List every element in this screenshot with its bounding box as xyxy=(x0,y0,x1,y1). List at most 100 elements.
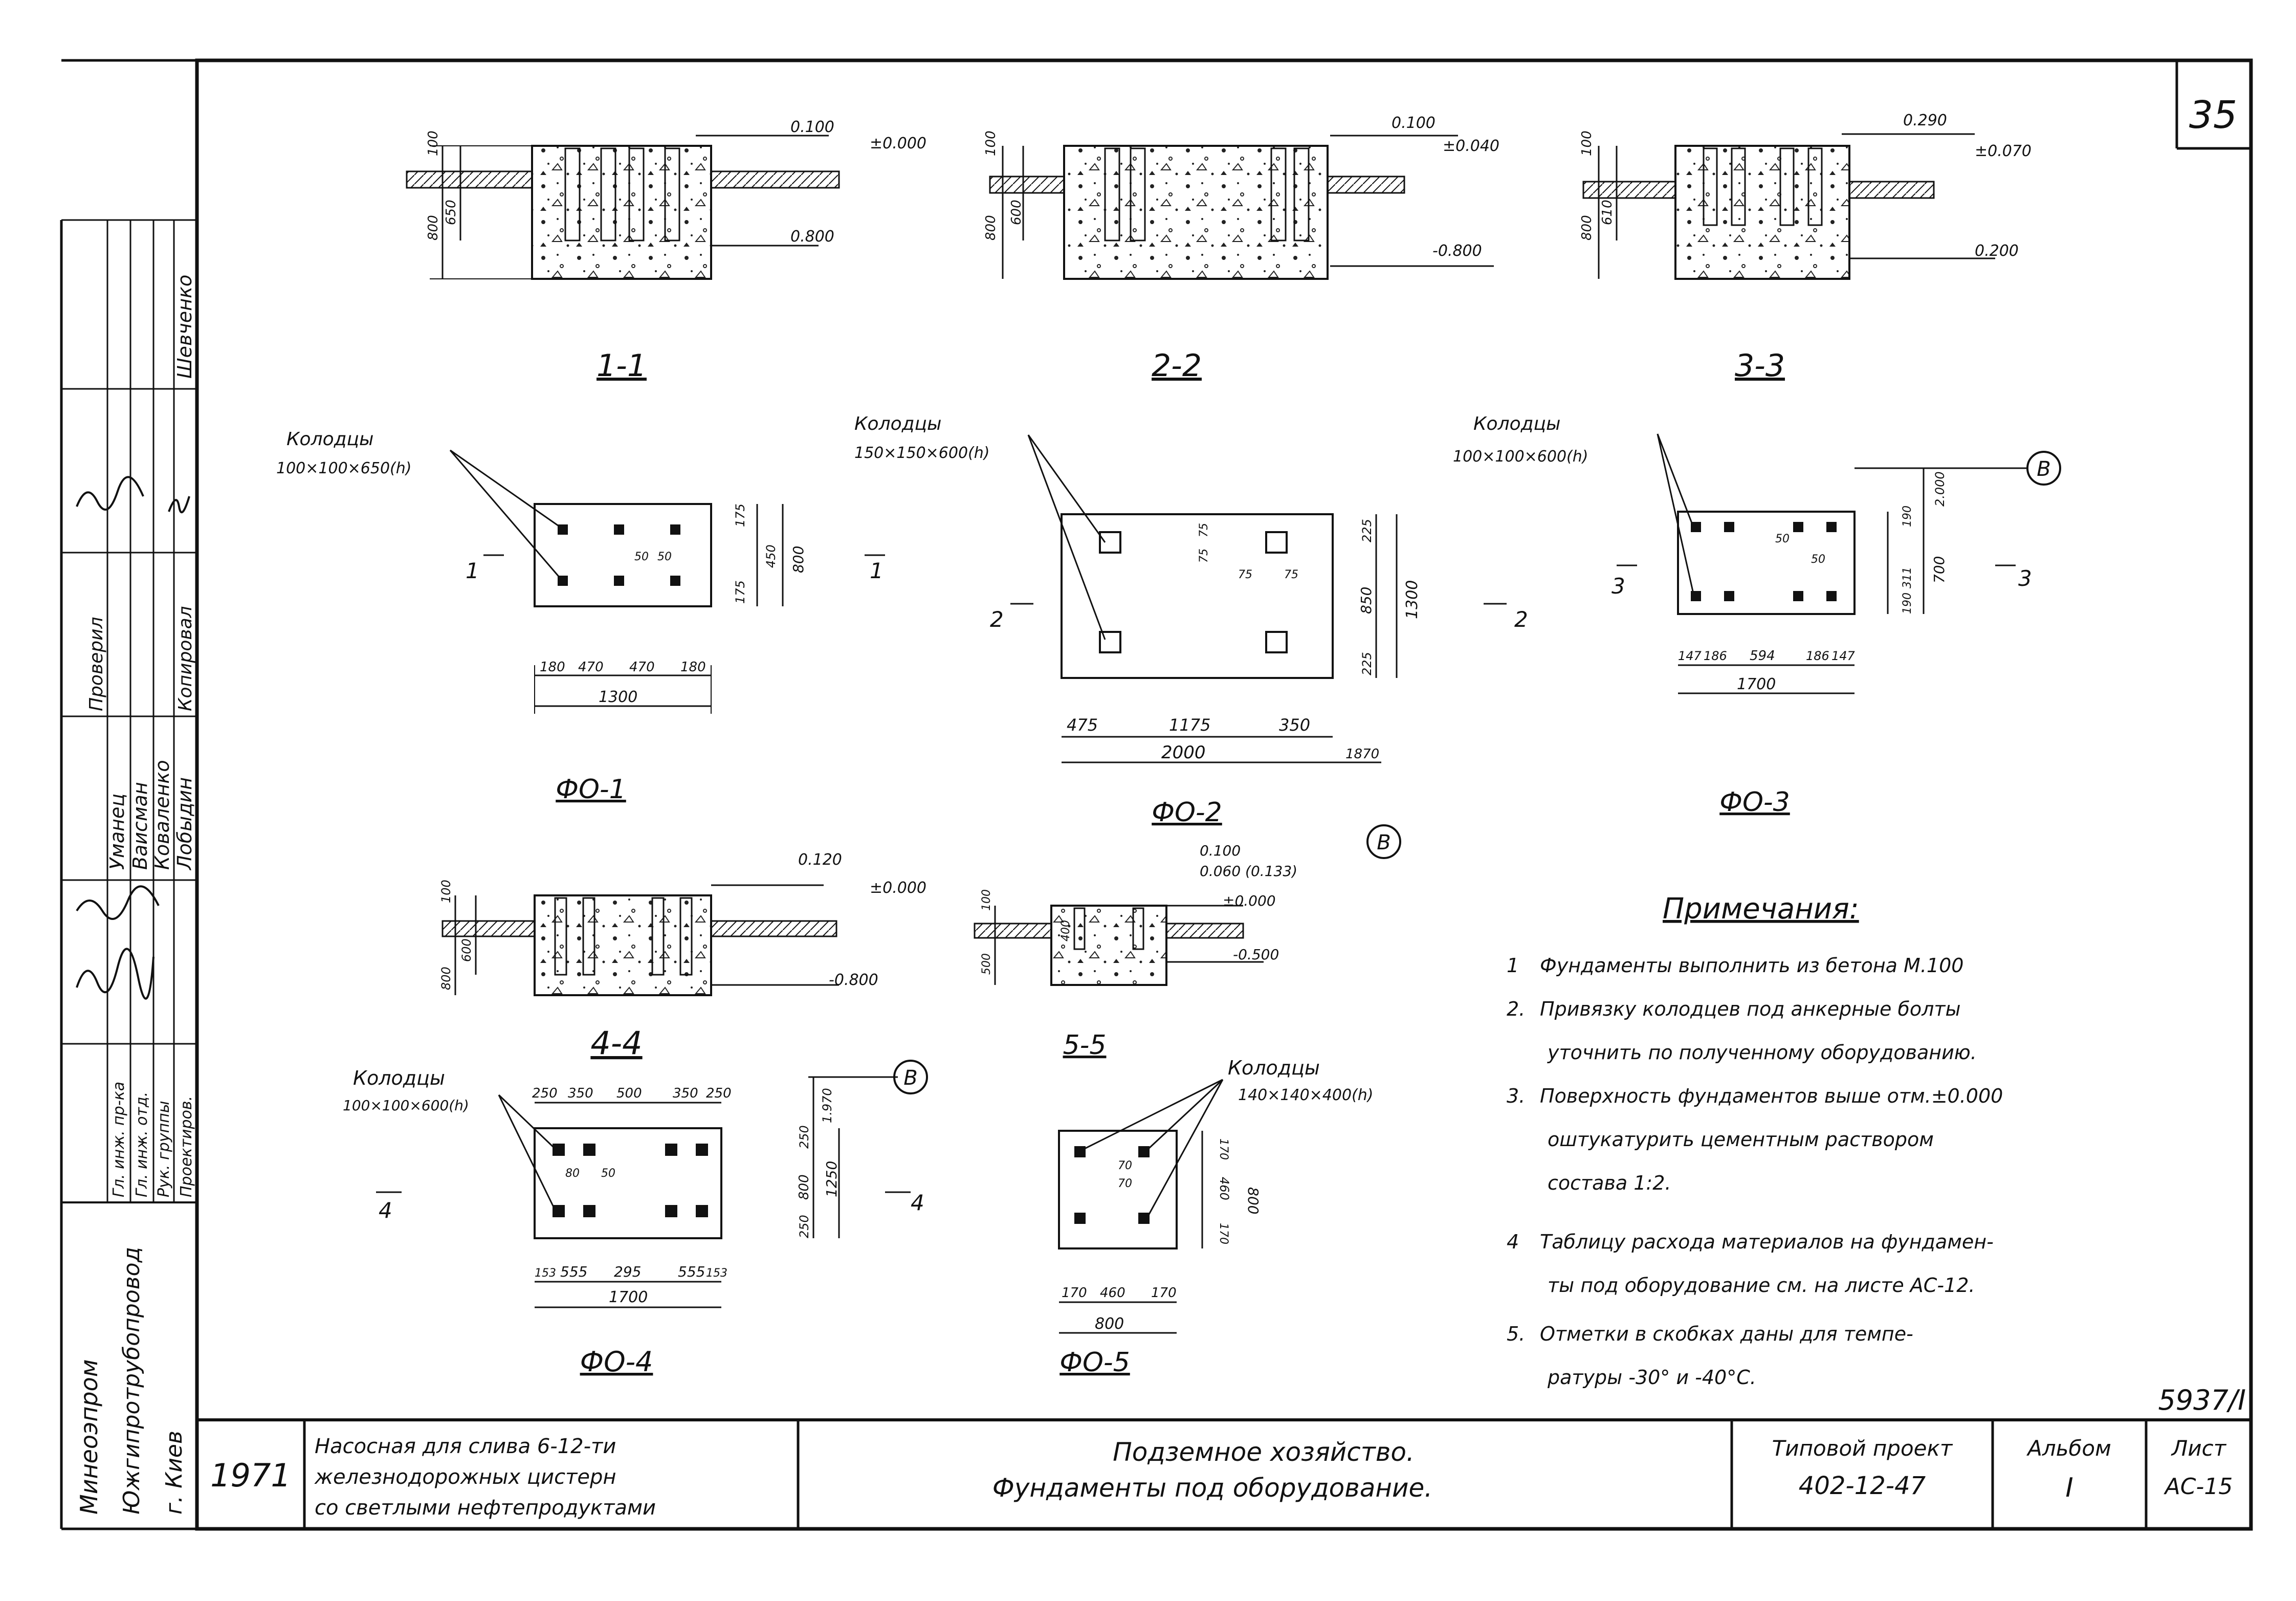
doc-code: 5937/I xyxy=(2158,1384,2246,1416)
fo1-detail-1: 50 xyxy=(634,551,649,563)
fo3-sdim-1: 190 xyxy=(1901,506,1914,527)
s55-level-bottom: -0.500 xyxy=(1233,946,1279,963)
fo4-detail-1: 80 xyxy=(565,1167,580,1180)
fo2-extra: 1870 xyxy=(1345,747,1379,762)
fo5-height: 800 xyxy=(1245,1187,1262,1214)
fo4-bdim-2: 555 xyxy=(560,1263,587,1280)
fo5-wells-label: Колодцы xyxy=(1228,1057,1320,1079)
fo4-total: 1700 xyxy=(609,1288,648,1306)
side-name-3: Коваленко xyxy=(151,760,173,870)
s11-title: 1-1 xyxy=(597,348,647,384)
fo1-sdim-3: 175 xyxy=(733,580,747,604)
note-1-line-1: Фундаменты выполнить из бетона М.100 xyxy=(1540,954,1963,977)
section-1-1 xyxy=(406,135,840,280)
note-2-line-1: Привязку колодцев под анкерные болты xyxy=(1540,998,1961,1020)
fo2-sdim-1: 225 xyxy=(1360,519,1374,542)
note-3-line-2: оштукатурить цементным раствором xyxy=(1548,1128,1934,1151)
fo2-height: 1300 xyxy=(1403,580,1421,619)
fo1-cut-left: 1 xyxy=(466,558,479,583)
fo3-bdim-4: 186 xyxy=(1806,649,1829,663)
sheet-number: 35 xyxy=(2189,93,2237,137)
fo1-title: ФО-1 xyxy=(556,774,626,805)
fo4-bdim-1: 153 xyxy=(535,1267,556,1280)
fo3-top: 2.000 xyxy=(1933,471,1947,507)
fo2-total: 2000 xyxy=(1161,742,1206,763)
tb-album-label: Альбом xyxy=(2026,1436,2111,1461)
fo3-bdim-5: 147 xyxy=(1831,649,1856,663)
plan-fo-4 xyxy=(376,1060,928,1308)
fo3-bdim-1: 147 xyxy=(1678,649,1702,663)
fo4-height: 1250 xyxy=(823,1161,840,1197)
section-3-3 xyxy=(1582,133,1995,280)
fo2-sdim-3: 225 xyxy=(1360,652,1374,675)
fo2-cut-left: 2 xyxy=(990,607,1004,632)
fo2-bdim-1: 475 xyxy=(1067,715,1098,735)
s55-dim-3: 500 xyxy=(980,953,993,975)
fo3-height: 700 xyxy=(1931,556,1948,583)
fo1-bdim-1: 180 xyxy=(540,660,565,675)
s11-level-zero: ±0.000 xyxy=(870,135,926,152)
note-4-num: 4 xyxy=(1507,1231,1519,1253)
s22-level-bottom: -0.800 xyxy=(1432,242,1482,260)
note-5-line-2: ратуры -30° и -40°С. xyxy=(1547,1366,1756,1389)
s33-level-top: 0.290 xyxy=(1903,112,1947,129)
s33-level-bottom: 0.200 xyxy=(1975,242,2019,260)
note-1-num: 1 xyxy=(1507,954,1519,977)
note-4-line-1: Таблицу расхода материалов на фундамен- xyxy=(1540,1231,1994,1253)
fo2-title: ФО-2 xyxy=(1152,797,1222,828)
plan-fo-5 xyxy=(1058,1079,1224,1334)
s55-level-top: 0.100 xyxy=(1200,842,1241,859)
s33-dim-2: 610 xyxy=(1600,200,1615,225)
s22-dim-2: 600 xyxy=(1009,200,1024,225)
fo3-sdim-2: 311 xyxy=(1901,567,1914,588)
svg-text:Минеоэпром: Минеоэпром xyxy=(75,1359,103,1515)
fo1-sdim-1: 175 xyxy=(733,503,747,527)
fo2-detail-3: 75 xyxy=(1238,568,1252,581)
fo5-bdim-1: 170 xyxy=(1062,1285,1087,1301)
svg-text:г. Киев: г. Киев xyxy=(161,1431,187,1515)
fo4-wells-label: Колодцы xyxy=(353,1067,445,1089)
s55-level-alt: 0.060 (0.133) xyxy=(1200,863,1297,880)
fo4-sdim-1: 250 xyxy=(797,1125,811,1149)
fo1-total: 1300 xyxy=(599,688,637,706)
s44-level-top: 0.120 xyxy=(798,851,842,869)
note-5-line-1: Отметки в скобках даны для темпе- xyxy=(1540,1323,1913,1345)
tb-sheet-value: АС-15 xyxy=(2163,1474,2233,1500)
fo2-wells-size: 150×150×600(h) xyxy=(854,444,989,462)
fo4-bdim-3: 295 xyxy=(614,1263,641,1280)
svg-text:Проверил: Проверил xyxy=(86,617,107,711)
fo3-bdim-3: 594 xyxy=(1750,648,1775,664)
fo4-bdim-5: 153 xyxy=(706,1267,727,1280)
fo1-sdim-2: 450 xyxy=(764,544,778,568)
fo3-sdim-3: 190 xyxy=(1901,593,1914,614)
s11-dim-3: 800 xyxy=(426,215,441,240)
note-5-num: 5. xyxy=(1507,1323,1525,1345)
fo1-bdim-3: 470 xyxy=(629,660,655,675)
tb-object-3: со светлыми нефтепродуктами xyxy=(315,1496,656,1520)
s33-dim-1: 100 xyxy=(1579,130,1595,156)
notes-title: Примечания: xyxy=(1663,892,1859,926)
s44-level-bottom: -0.800 xyxy=(829,971,878,989)
fo2-bdim-3: 350 xyxy=(1279,715,1310,735)
s11-dim-2: 650 xyxy=(444,200,459,225)
side-role-3: Рук. группы xyxy=(155,1101,173,1197)
fo2-sdim-2: 850 xyxy=(1358,587,1375,614)
side-block xyxy=(60,59,197,1530)
fo2-detail-4: 75 xyxy=(1284,568,1298,581)
tb-title-2: Фундаменты под оборудование. xyxy=(992,1473,1432,1503)
fo1-bdim-2: 470 xyxy=(578,660,604,675)
s55-dim-2: 400 xyxy=(1059,920,1072,941)
fo2-detail-2: 75 xyxy=(1198,549,1210,563)
s11-level-bottom: 0.800 xyxy=(790,228,834,246)
side-name-1: Уманец xyxy=(106,794,128,870)
fo1-cut-right: 1 xyxy=(870,558,884,583)
s44-dim-1: 100 xyxy=(439,880,453,903)
side-name-2: Ваисман xyxy=(129,782,151,870)
fo3-wells-label: Колодцы xyxy=(1473,413,1560,434)
fo2-axis-mark: В xyxy=(1377,831,1390,854)
svg-text:Коваленко: Коваленко xyxy=(151,760,173,870)
s44-title: 4-4 xyxy=(590,1024,642,1062)
svg-text:Лобыдин: Лобыдин xyxy=(173,777,196,871)
plan-fo-1 xyxy=(449,449,885,714)
